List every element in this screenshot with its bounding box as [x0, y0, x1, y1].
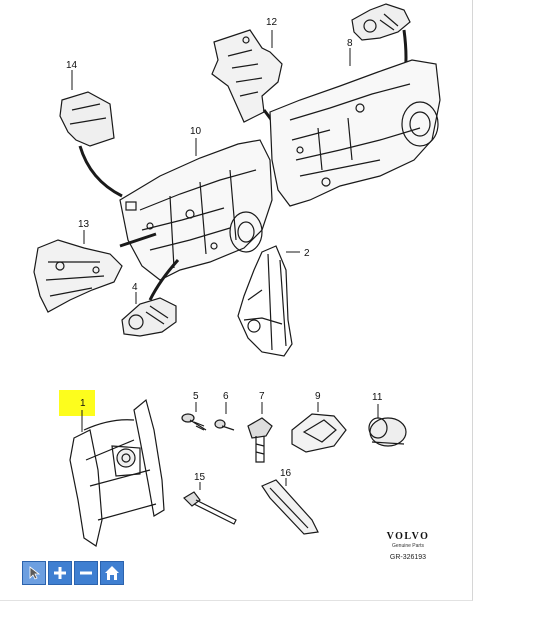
diagram-code: GR-326193 [389, 554, 427, 561]
callout-15[interactable]: 15 [194, 472, 206, 483]
part-11-plug[interactable] [368, 417, 407, 447]
callout-2[interactable]: 2 [304, 248, 310, 259]
volvo-logo: VOLVO [386, 531, 430, 542]
callout-13[interactable]: 13 [78, 219, 90, 230]
home-icon [105, 566, 119, 580]
part-14-sheet[interactable] [59, 91, 115, 147]
part-6-screw[interactable] [214, 419, 235, 431]
part-4-motor[interactable] [121, 297, 177, 337]
callout-1[interactable]: 1 [80, 398, 86, 409]
part-1-regulator[interactable] [69, 398, 165, 547]
callout-14[interactable]: 14 [66, 60, 78, 71]
zoom-out-button[interactable] [74, 561, 98, 585]
callout-8[interactable]: 8 [347, 38, 353, 49]
part-8-door-panel[interactable] [269, 59, 441, 207]
part-12-bracket[interactable] [211, 29, 283, 123]
callout-7[interactable]: 7 [259, 391, 265, 402]
part-13-bracket[interactable] [33, 239, 123, 313]
callout-10[interactable]: 10 [190, 126, 202, 137]
callout-9[interactable]: 9 [315, 391, 321, 402]
callout-5[interactable]: 5 [193, 391, 199, 402]
part-9-grommet[interactable] [291, 413, 347, 453]
callout-16[interactable]: 16 [280, 468, 292, 479]
part-10-door-panel[interactable] [119, 139, 273, 281]
zoom-in-button[interactable] [48, 561, 72, 585]
home-button[interactable] [100, 561, 124, 585]
callout-11[interactable]: 11 [372, 392, 383, 403]
part-2-regulator[interactable] [237, 245, 293, 357]
part-15-pin[interactable] [183, 491, 237, 525]
callout-4[interactable]: 4 [132, 282, 138, 293]
part-5-screw[interactable] [181, 413, 207, 431]
part-7-bolt[interactable] [247, 417, 273, 463]
brand-subtitle: Genuine Parts [392, 543, 424, 549]
callout-6[interactable]: 6 [223, 391, 229, 402]
diagram-viewer: 2 4 5 6 7 8 9 10 11 12 13 14 15 16 1 VOL… [0, 0, 473, 601]
plus-icon [54, 567, 66, 579]
cursor-icon [29, 566, 41, 580]
brand-block: VOLVO Genuine Parts GR-326193 [372, 531, 444, 561]
diagram-toolbar [22, 561, 124, 585]
callout-12[interactable]: 12 [266, 17, 278, 28]
select-button[interactable] [22, 561, 46, 585]
part-motor-upper[interactable] [351, 3, 411, 41]
exploded-parts-diagram: 2 4 5 6 7 8 9 10 11 12 13 14 15 16 [33, 3, 441, 547]
callout-1-highlight[interactable] [59, 390, 95, 416]
minus-icon [80, 571, 92, 575]
part-16-seal[interactable] [261, 479, 319, 535]
